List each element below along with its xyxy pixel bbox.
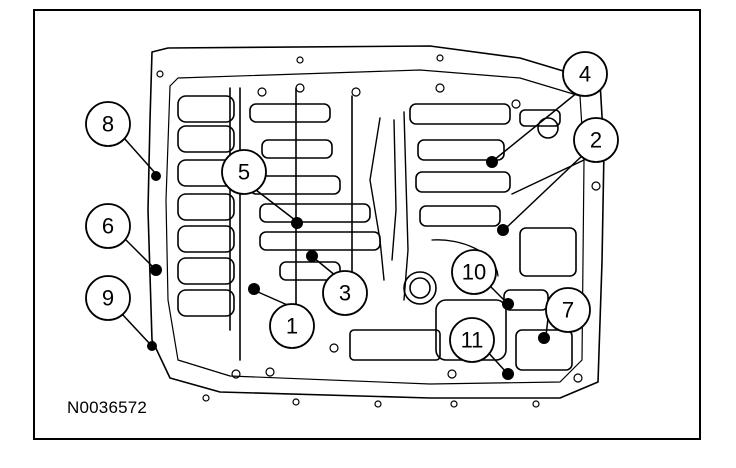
figure-id-label: N0036572: [67, 398, 148, 417]
callout-3: 3: [322, 270, 368, 316]
svg-text:4: 4: [579, 62, 591, 87]
callout-9: 9: [85, 275, 131, 321]
svg-text:10: 10: [462, 260, 486, 285]
svg-text:2: 2: [590, 128, 602, 153]
svg-text:3: 3: [339, 281, 351, 306]
leader-4: [493, 91, 579, 161]
svg-text:9: 9: [102, 286, 114, 311]
callout-4: 4: [562, 51, 608, 97]
leader-lines: [121, 91, 585, 373]
callout-2: 2: [573, 117, 619, 163]
left-spool-bores: [177, 87, 241, 361]
leader-2b: [511, 159, 585, 195]
valve-body-outline: [147, 45, 605, 399]
leader-3: [313, 257, 337, 277]
callout-10: 10: [451, 249, 497, 295]
callout-5: 5: [221, 149, 267, 195]
svg-text:7: 7: [562, 298, 574, 323]
leader-7: [545, 317, 549, 337]
callout-11: 11: [449, 317, 495, 363]
leader-6: [125, 239, 155, 269]
callouts: 1 2 3 4 5 6 7 8: [85, 51, 619, 363]
callout-1: 1: [269, 303, 315, 349]
leader-9: [121, 313, 151, 345]
callout-8: 8: [85, 101, 131, 147]
valve-body-inner-outline: [165, 69, 585, 385]
callout-6: 6: [85, 203, 131, 249]
svg-text:6: 6: [102, 214, 114, 239]
svg-text:5: 5: [238, 160, 250, 185]
leader-8: [123, 137, 157, 175]
mounting-holes: [156, 54, 601, 408]
svg-text:1: 1: [286, 314, 298, 339]
svg-text:11: 11: [461, 328, 484, 353]
svg-text:8: 8: [102, 112, 114, 137]
leader-5: [255, 189, 296, 221]
callout-7: 7: [545, 287, 591, 333]
